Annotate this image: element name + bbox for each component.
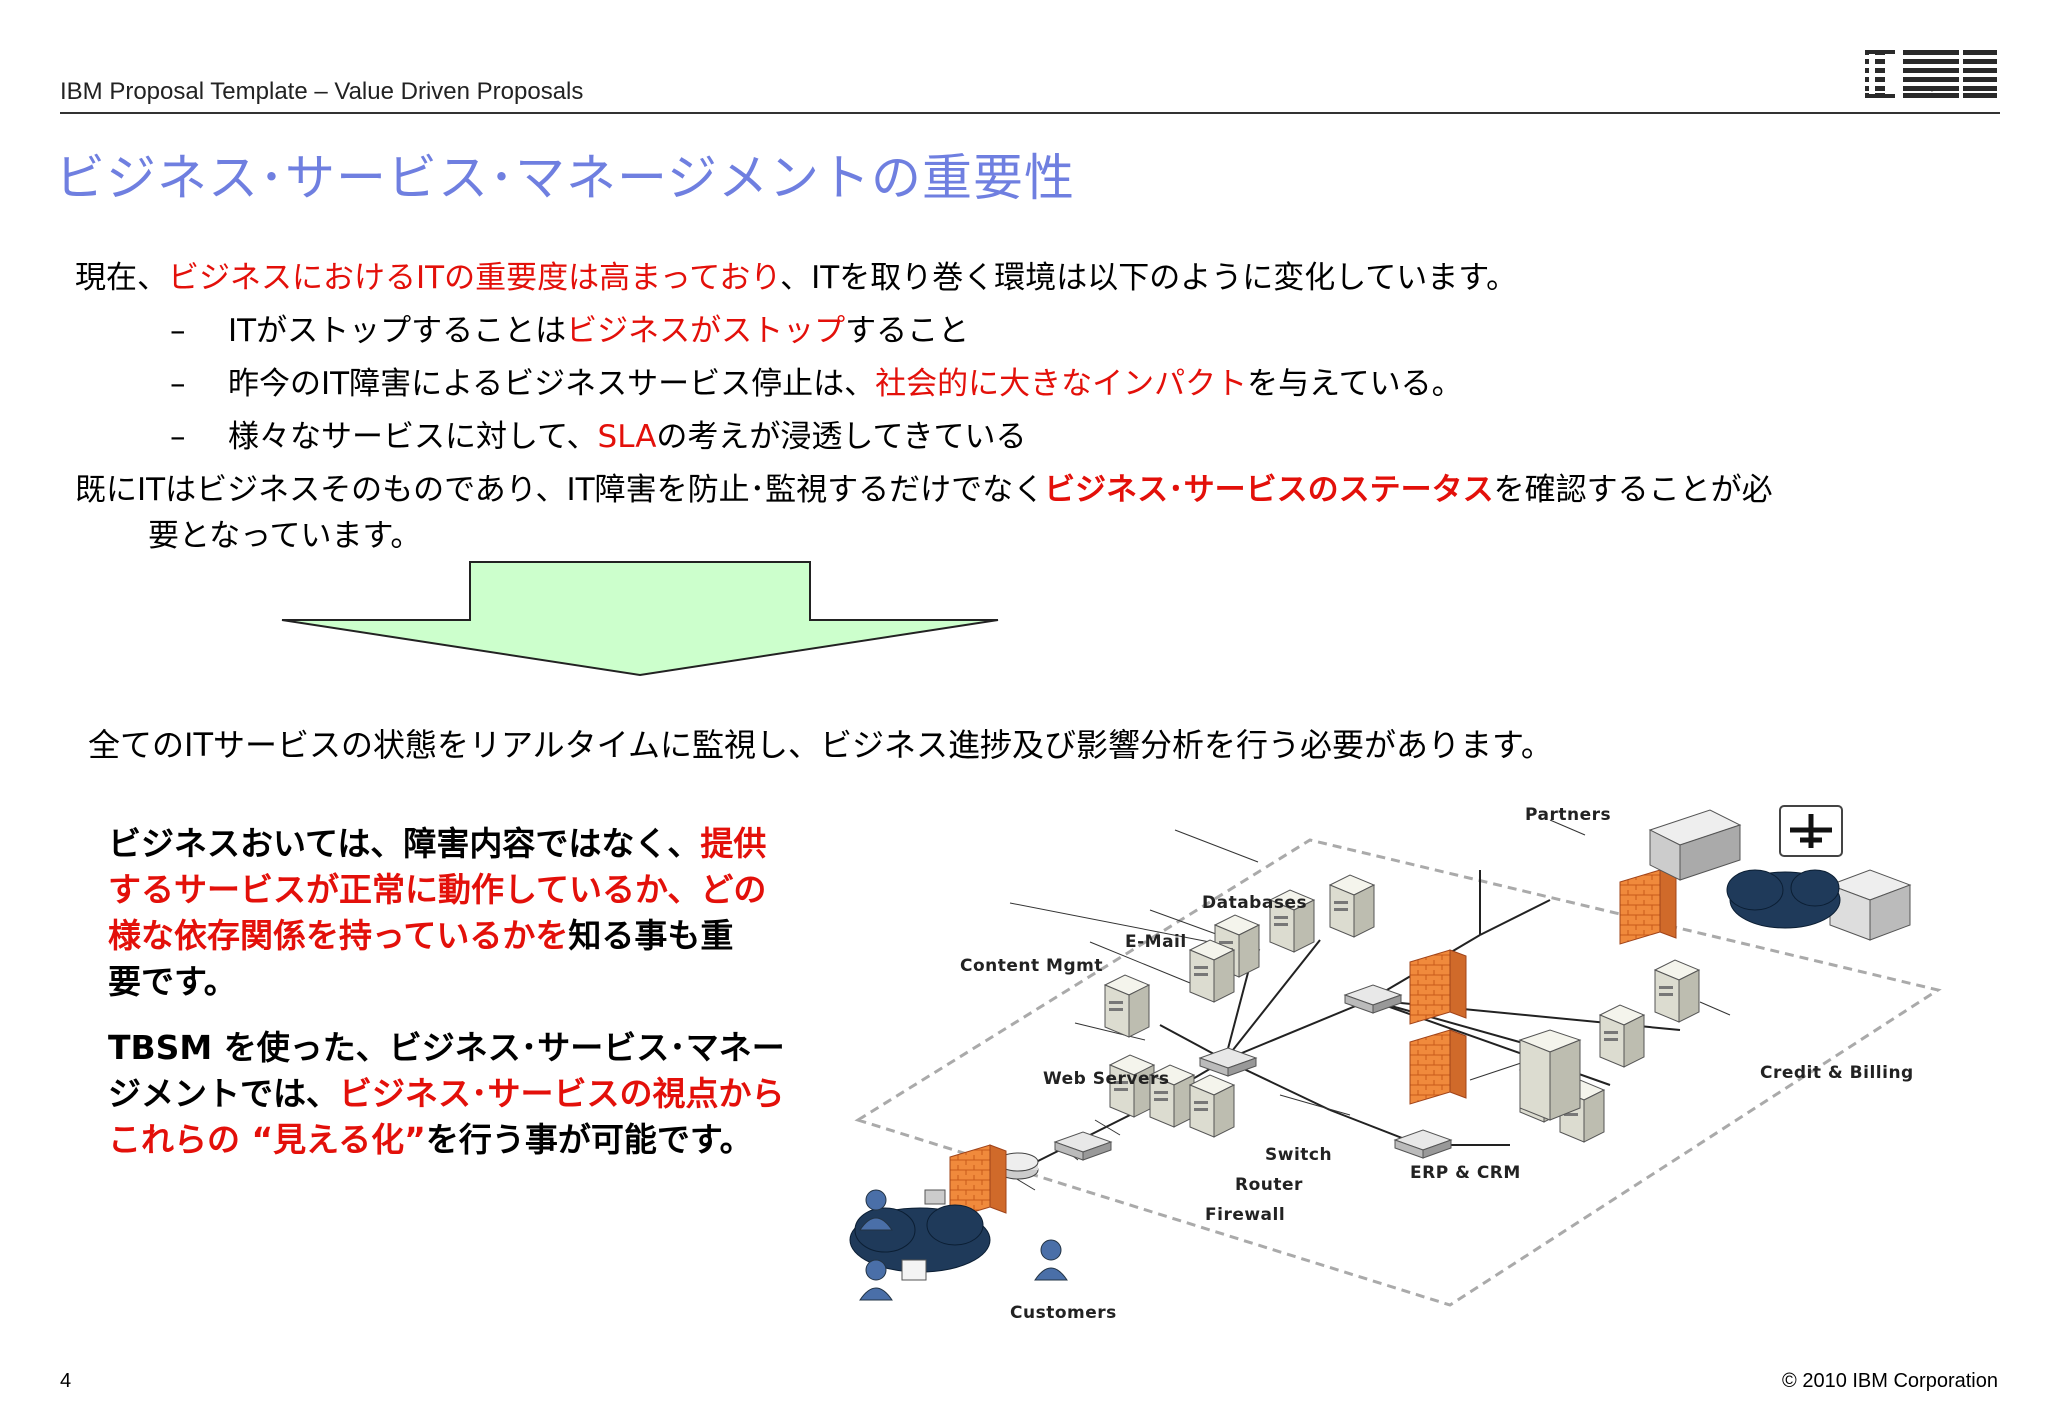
ibm-logo-text: IBM [1931, 91, 1933, 93]
page-number: 4 [60, 1370, 72, 1392]
bullet-1-highlight: ビジネスがストップ [566, 313, 846, 349]
left-block-line-3: 様な依存関係を持っているかを知る事も重 [108, 914, 733, 958]
left-block-line-4: 要です。 [108, 962, 237, 1001]
already-text: 既にITはビジネスそのものであり、IT障害を防止･監視するだけでなく [75, 472, 1045, 508]
diagram-label-router: Router [1235, 1175, 1303, 1195]
diagram-label-credit: Credit & Billing [1760, 1063, 1914, 1083]
diagram-label-email: E-Mail [1125, 932, 1187, 952]
page-title: ビジネス･サービス･マネージメントの重要性 [55, 149, 1075, 207]
bullet-2: – 昨今のIT障害によるビジネスサービス停止は、社会的に大きなインパクトを与えて… [0, 364, 1900, 404]
bullet-1-tail: すること [845, 313, 970, 349]
left-block-line-7: これらの “見える化”を行う事が可能です。 [108, 1118, 753, 1162]
diagram-label-firewall: Firewall [1205, 1205, 1285, 1225]
network-diagram: Partners Databases E-Mail Content Mgmt W… [849, 805, 1942, 1323]
bullet-1-text: ITがストップすることは [228, 313, 567, 349]
bullet-1: – ITがストップすることはビジネスがストップすること [0, 311, 1900, 351]
bullet-dash: – [170, 366, 186, 402]
bullet-3-highlight: SLA [597, 419, 657, 455]
bullet-2-highlight: 社会的に大きなインパクト [875, 366, 1248, 402]
intro-text-2: 、ITを取り巻く環境は以下のように変化しています。 [780, 260, 1518, 296]
left-block-highlight: これらの “見える化” [108, 1120, 426, 1159]
already-line-2: 要となっています。 [148, 518, 422, 554]
diagram-label-databases: Databases [1202, 893, 1307, 913]
template-title: IBM Proposal Template – Value Driven Pro… [60, 78, 584, 105]
bullet-dash: – [170, 419, 186, 455]
left-block-text: を行う事が可能です。 [425, 1120, 753, 1159]
down-arrow-icon [281, 561, 999, 677]
diagram-label-partners: Partners [1525, 805, 1611, 825]
bullet-2-tail: を与えている。 [1247, 366, 1463, 402]
left-block-line-6: ジメントでは、ビジネス･サービスの視点から [108, 1072, 785, 1116]
left-block-text: ビジネスおいては、障害内容ではなく、 [108, 824, 701, 863]
left-block-line-1: ビジネスおいては、障害内容ではなく、提供 [108, 822, 766, 866]
left-block-text: ジメントでは、 [108, 1074, 339, 1113]
diagram-label-web: Web Servers [1043, 1069, 1170, 1089]
already-highlight: ビジネス･サービスのステータス [1044, 472, 1494, 508]
diagram-label-customers: Customers [1010, 1303, 1117, 1323]
already-line-1: 既にITはビジネスそのものであり、IT障害を防止･監視するだけでなくビジネス･サ… [75, 470, 1773, 510]
intro-highlight: ビジネスにおけるITの重要度は高まっており [168, 260, 781, 296]
diagram-label-switch: Switch [1265, 1145, 1332, 1165]
bullet-3-tail: の考えが浸透してきている [656, 419, 1027, 455]
bullet-3: – 様々なサービスに対して、SLAの考えが浸透してきている [0, 417, 1900, 457]
ibm-logo: IBM [1865, 50, 1997, 98]
summary-text: 全てのITサービスの状態をリアルタイムに監視し、ビジネス進捗及び影響分析を行う必… [88, 726, 1553, 764]
diagram-label-content: Content Mgmt [960, 956, 1103, 976]
left-block-line-2: するサービスが正常に動作しているか、どの [108, 870, 767, 909]
bullet-2-text: 昨今のIT障害によるビジネスサービス停止は、 [228, 366, 876, 402]
intro-text-1: 現在、 [75, 260, 168, 296]
left-block-highlight: 提供 [700, 824, 767, 863]
left-block-text: 知る事も重 [568, 916, 734, 955]
bullet-3-text: 様々なサービスに対して、 [228, 419, 598, 455]
header-divider [60, 112, 2000, 114]
bullet-dash: – [170, 313, 186, 349]
intro-line: 現在、ビジネスにおけるITの重要度は高まっており、ITを取り巻く環境は以下のよう… [75, 258, 1517, 298]
diagram-label-erp: ERP & CRM [1410, 1163, 1521, 1183]
already-tail: を確認することが必 [1493, 472, 1773, 508]
left-block-highlight: ビジネス･サービスの視点から [339, 1074, 785, 1113]
left-block-line-5: TBSM を使った、ビジネス･サービス･マネー [108, 1028, 785, 1067]
copyright: © 2010 IBM Corporation [1782, 1370, 1998, 1392]
left-block-highlight: 様な依存関係を持っているかを [108, 916, 569, 955]
